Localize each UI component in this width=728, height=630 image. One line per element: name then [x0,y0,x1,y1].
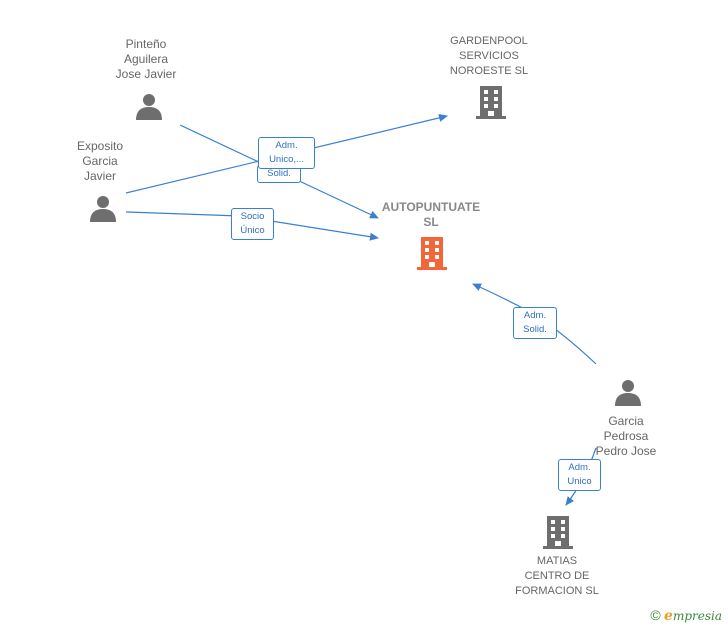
person-name-pinteno[interactable]: Pinteño Aguilera Jose Javier [115,37,177,81]
relation-badge-adm-unico[interactable]: Adm. Unico [558,459,601,491]
building-icon[interactable] [541,514,575,550]
building-icon[interactable] [474,84,508,120]
person-icon[interactable] [613,378,643,408]
brand-rest: mpresia [672,609,722,623]
relation-badge-socio-unico[interactable]: Socio Único [231,208,274,240]
empresia-logo[interactable]: © empresia [650,607,722,624]
person-icon[interactable] [134,92,164,122]
brand-e: e [664,608,673,624]
copyright-icon: © [650,607,661,623]
person-icon[interactable] [88,194,118,224]
company-name-gardenpool[interactable]: GARDENPOOL SERVICIOS NOROESTE SL [449,35,529,77]
relation-badge-adm-solid[interactable]: Adm. Solid. [513,307,557,339]
building-icon[interactable] [415,235,449,271]
company-name-matias[interactable]: MATIAS CENTRO DE FORMACION SL [515,555,599,597]
person-name-garcia[interactable]: Garcia Pedrosa Pedro Jose [595,414,657,458]
relation-badge-adm-unico-multi[interactable]: Adm. Unico,... [258,137,315,169]
person-name-exposito[interactable]: Exposito Garcia Javier [76,139,124,183]
company-name-autopuntuate[interactable]: AUTOPUNTUATE SL [381,200,481,229]
